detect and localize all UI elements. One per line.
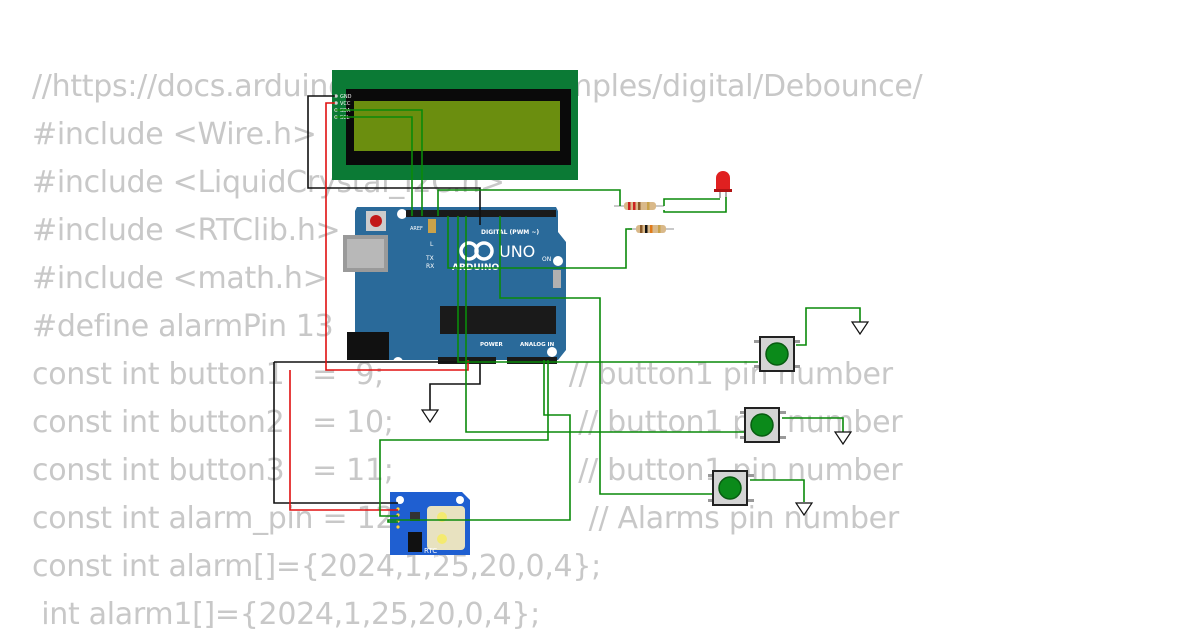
code-line: int alarm1[]={2024,1,25,20,0,4}; xyxy=(32,597,540,632)
code-line: #include <Wire.h> xyxy=(32,117,317,152)
code-line: #include <RTClib.h> xyxy=(32,213,341,248)
l-led-label: L xyxy=(430,241,434,248)
code-line: const int button1 = 9; // button1 pin nu… xyxy=(32,357,893,392)
pushbutton-1[interactable] xyxy=(754,336,800,372)
code-line: const int alarm[]={2024,1,25,20,0,4}; xyxy=(32,549,601,584)
power-header xyxy=(438,357,496,364)
rtc-module[interactable]: RTC DS1307 xyxy=(390,492,470,560)
resistor-1[interactable] xyxy=(614,202,664,210)
uno-logo: UNO xyxy=(499,242,535,261)
red-led[interactable] xyxy=(714,171,732,198)
lcd-pin-label-sda: SDA xyxy=(340,108,351,114)
analog-in-label: ANALOG IN xyxy=(520,342,555,348)
ground-symbol-button2 xyxy=(833,431,853,446)
rtc-label: RTC xyxy=(424,547,437,555)
digital-pwm-label: DIGITAL (PWM ~) xyxy=(481,229,539,236)
code-line: const int alarm_pin = 12; // Alarms pin … xyxy=(32,501,899,536)
ground-symbol-button1 xyxy=(850,321,870,336)
rx-label: RX xyxy=(426,263,434,270)
lcd-display[interactable]: GND VCC SDA SCL xyxy=(332,70,578,180)
lcd-pin-label-vcc: VCC xyxy=(340,101,351,107)
lcd-pin-label-gnd: GND xyxy=(340,94,352,100)
rtc-chip xyxy=(408,532,422,552)
pushbutton-2[interactable] xyxy=(740,407,786,443)
resistor-2[interactable] xyxy=(628,225,674,233)
wires xyxy=(273,95,861,523)
lcd-pin-label-scl: SCL xyxy=(340,115,350,121)
aref-label: AREF xyxy=(410,226,423,232)
ground-symbol-lcd xyxy=(420,409,440,424)
code-line: #include <math.h> xyxy=(32,261,328,296)
analog-header xyxy=(507,357,557,364)
on-label: ON xyxy=(542,256,551,263)
code-line: #define alarmPin 13 xyxy=(32,309,334,344)
digital-header xyxy=(406,210,556,217)
arduino-uno-board[interactable]: UNO ARDUINO DIGITAL (PWM ~) POWER ANALOG… xyxy=(343,207,566,367)
power-label: POWER xyxy=(480,342,504,348)
pushbutton-3[interactable] xyxy=(708,470,754,506)
power-jack xyxy=(347,332,389,360)
lcd-screen xyxy=(354,101,560,151)
microcontroller-chip xyxy=(440,306,556,334)
tx-label: TX xyxy=(425,255,434,262)
code-line: const int button3 = 11; // button1 pin n… xyxy=(32,453,903,488)
rtc-battery-holder xyxy=(427,506,465,550)
rtc-sublabel: DS1307 xyxy=(424,555,440,560)
ground-symbol-button3 xyxy=(794,502,814,517)
